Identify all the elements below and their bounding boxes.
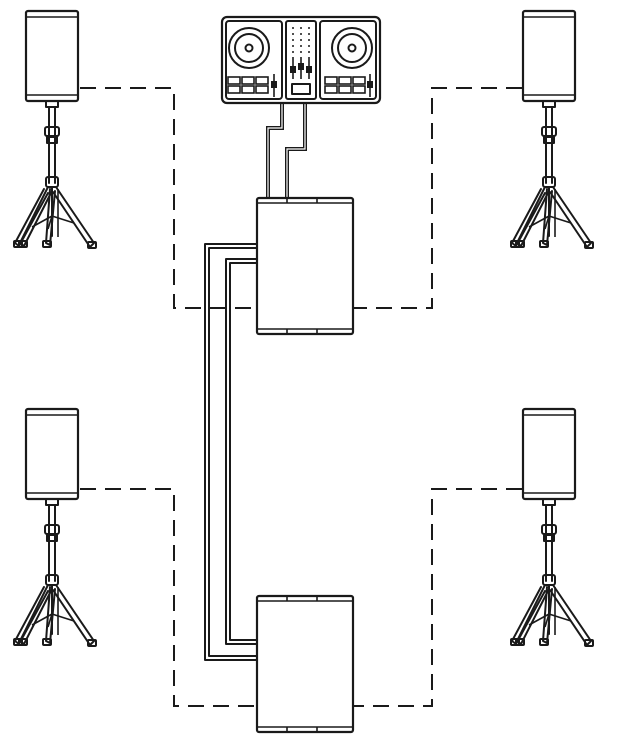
speaker-top-right (509, 9, 595, 250)
subwoofer-top (255, 196, 355, 336)
speaker-cable-top-left (80, 87, 258, 309)
controller-cables (266, 103, 307, 198)
subwoofer-bottom (255, 594, 355, 734)
subwoofer-link-cables (204, 243, 259, 661)
speaker-cable-bottom-right (351, 488, 522, 707)
dj-controller-icon (220, 15, 382, 105)
speaker-cable-bottom-left (80, 488, 258, 707)
speaker-bottom-right (509, 407, 595, 648)
speaker-bottom-left (12, 407, 98, 648)
speaker-top-left (12, 9, 98, 250)
speaker-cable-top-right (351, 87, 522, 309)
